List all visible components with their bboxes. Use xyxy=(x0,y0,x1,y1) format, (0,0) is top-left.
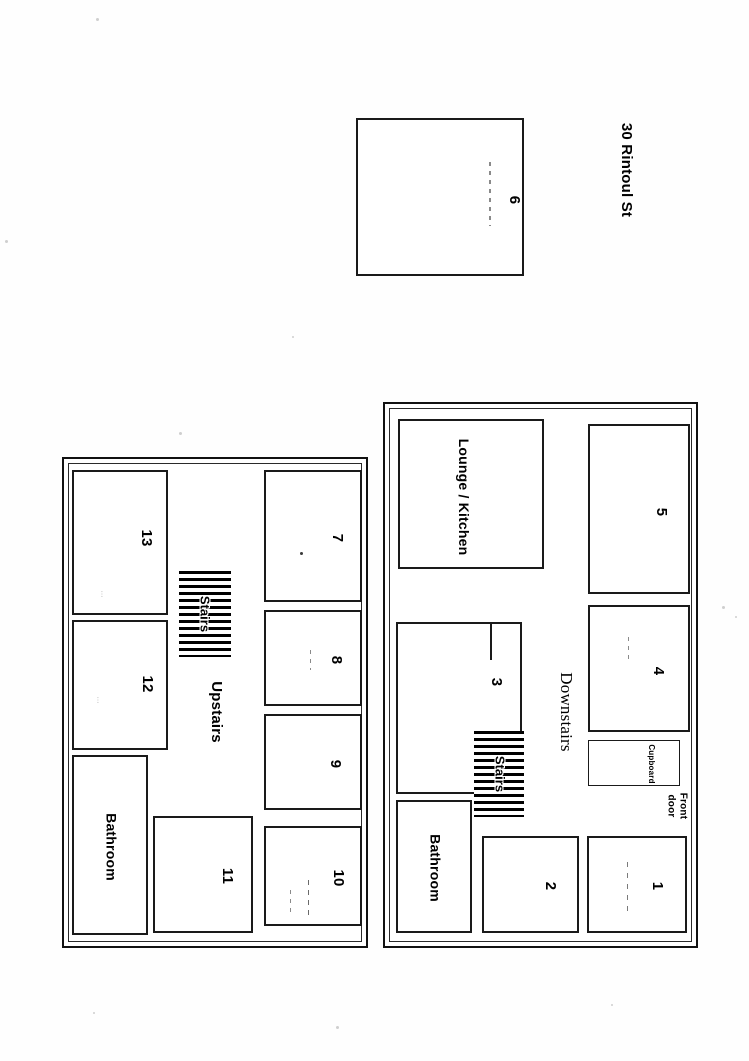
downstairs-room-2: 2 xyxy=(482,836,579,933)
door-opening-marker-3 xyxy=(490,624,492,660)
scan-speck xyxy=(292,336,294,338)
lounge-kitchen-text: Lounge / Kitchen xyxy=(456,438,473,556)
scan-speck xyxy=(5,240,8,243)
scan-speck xyxy=(735,616,737,618)
room-label-1: 1 xyxy=(648,881,666,891)
upstairs-room-10: 10 xyxy=(264,826,362,926)
door-swing-marker-6 xyxy=(489,162,491,226)
room-label-12: 12 xyxy=(138,675,156,693)
downstairs-cupboard: Cupboard xyxy=(588,740,680,786)
scan-speck xyxy=(722,606,725,609)
room-label-13: 13 xyxy=(137,529,155,547)
front-door-label: Front door xyxy=(666,793,689,820)
room-label-6: 6 xyxy=(505,195,523,205)
upstairs-room-8: 8 xyxy=(264,610,362,706)
room-label-5: 5 xyxy=(652,507,670,517)
room-label-2: 2 xyxy=(541,881,559,891)
room-label-10: 10 xyxy=(329,869,347,887)
room-label-11: 11 xyxy=(218,867,236,885)
room-label-8: 8 xyxy=(327,655,345,665)
faint-scan-mark-12: … xyxy=(95,696,104,704)
room-label-bathroom-downstairs: Bathroom xyxy=(427,834,444,902)
room-label-3: 3 xyxy=(487,677,505,687)
door-swing-marker-4 xyxy=(628,637,630,659)
upstairs-room-13: 13 … xyxy=(72,470,168,615)
upstairs-room-12: 12 … xyxy=(72,620,168,750)
upstairs-room-9: 9 xyxy=(264,714,362,810)
door-swing-marker-10b xyxy=(290,890,292,912)
scan-speck xyxy=(179,432,182,435)
room-label-bathroom-upstairs: Bathroom xyxy=(103,813,120,881)
upstairs-bathroom: Bathroom xyxy=(72,755,148,935)
upstairs-section-label: Upstairs xyxy=(207,681,225,743)
scan-speck xyxy=(93,1012,95,1014)
scan-speck-7 xyxy=(300,552,303,555)
scan-speck xyxy=(336,1026,339,1029)
upstairs-stairs-hatch xyxy=(179,571,231,657)
room-label-7: 7 xyxy=(328,533,346,543)
room-label-4: 4 xyxy=(649,666,667,676)
downstairs-room-4: 4 xyxy=(588,605,690,732)
downstairs-stairs-hatch xyxy=(474,731,524,817)
upstairs-room-11: 11 xyxy=(153,816,253,933)
upstairs-room-7: 7 xyxy=(264,470,362,602)
upstairs-stairs-label: Stairs xyxy=(197,595,213,633)
scan-speck xyxy=(96,18,99,21)
downstairs-room-lounge-kitchen: Lounge / Kitchen xyxy=(398,419,544,569)
downstairs-bathroom: Bathroom xyxy=(396,800,472,933)
page-title: 30 Rintoul St xyxy=(617,122,635,218)
front-door-line1: Front xyxy=(677,792,689,820)
faint-scan-mark-13: … xyxy=(99,590,108,598)
downstairs-room-1: 1 xyxy=(587,836,687,933)
room-label-9: 9 xyxy=(326,759,344,769)
door-swing-marker-10a xyxy=(308,880,310,916)
standalone-room-6: 6 xyxy=(356,118,524,276)
scan-speck xyxy=(611,1004,613,1006)
downstairs-section-label: Downstairs xyxy=(556,672,576,752)
door-swing-marker-1 xyxy=(627,862,629,912)
downstairs-stairs-label: Stairs xyxy=(492,755,508,793)
downstairs-room-5: 5 xyxy=(588,424,690,594)
room-label-cupboard: Cupboard xyxy=(647,744,657,784)
front-door-line2: door xyxy=(666,794,677,818)
room-label-lounge-kitchen: Lounge / Kitchen xyxy=(456,439,472,556)
door-swing-marker-8 xyxy=(310,650,312,670)
